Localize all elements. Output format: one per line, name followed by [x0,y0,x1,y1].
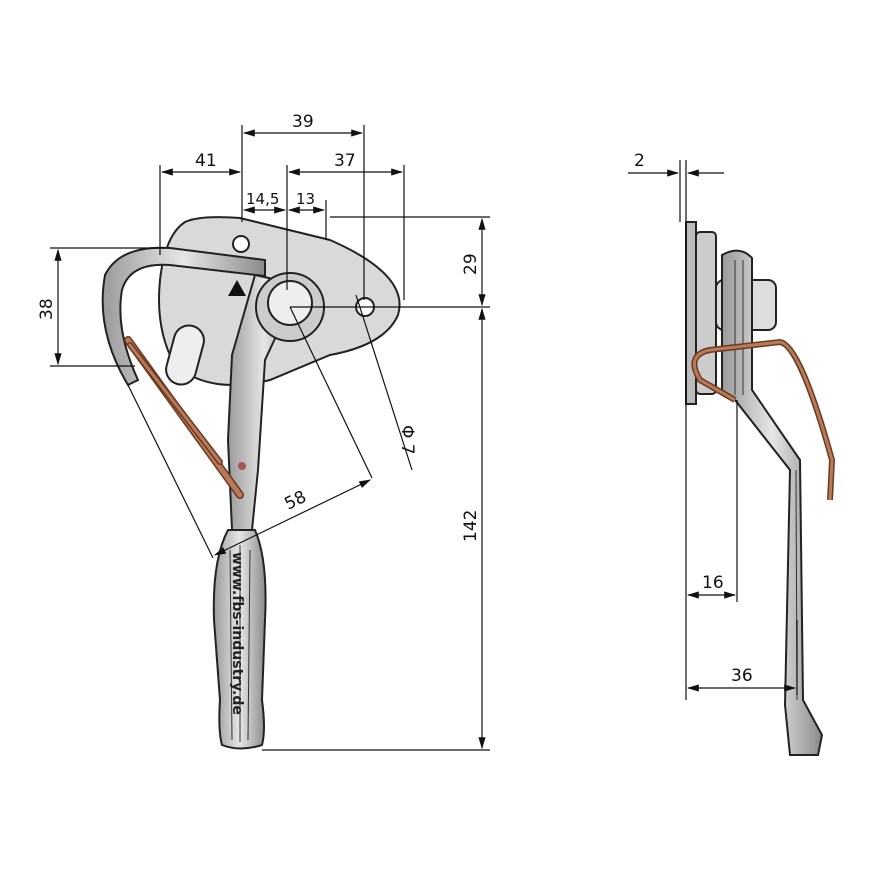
dim-13: 13 [296,190,315,208]
rivet [238,462,246,470]
dim-phi-7: Φ 7 [397,425,417,455]
side-plate [685,221,697,405]
dim-58: 58 [281,487,309,514]
side-dimensions: 2 16 36 [628,151,798,700]
handle-text: www.fbs-industry.de [229,552,245,715]
front-view-latch: www.fbs-industry.de [101,216,401,750]
hook [101,246,266,387]
spring [124,336,244,499]
dim-36: 36 [731,666,753,686]
dim-142: 142 [461,510,481,542]
side-view-latch [685,221,836,756]
dim-37: 37 [334,151,356,171]
dim-41: 41 [195,151,217,171]
dim-16: 16 [702,573,724,593]
dim-29: 29 [461,253,481,275]
mount-hole-top [232,235,250,253]
dim-14-5: 14,5 [246,190,279,208]
dim-38: 38 [37,298,57,320]
dim-39: 39 [292,112,314,132]
dim-2: 2 [634,151,645,171]
pivot [267,280,313,326]
slot [165,324,205,386]
front-dimensions: 39 41 37 14,5 13 29 142 38 58 Φ 7 [37,112,490,751]
warning-triangle-icon [228,280,246,296]
